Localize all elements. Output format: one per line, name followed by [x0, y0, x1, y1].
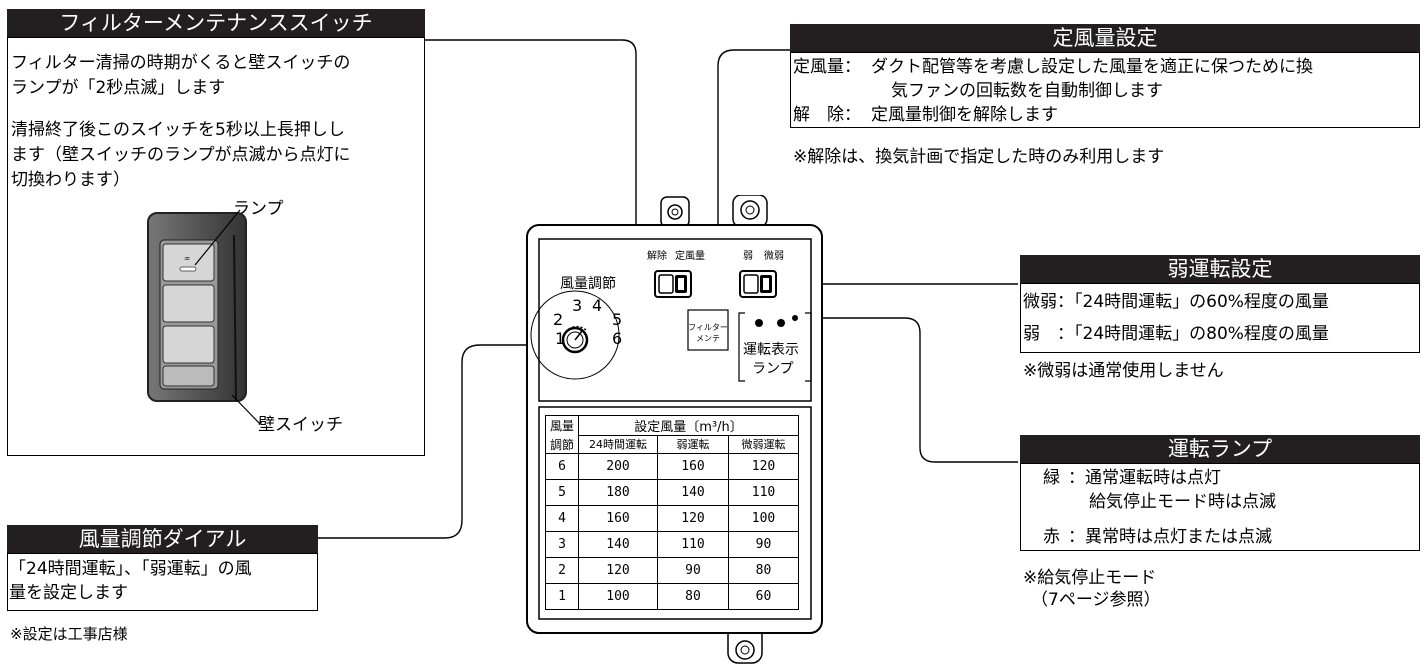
switch2-right-label: 微弱	[764, 251, 784, 262]
cell: 60	[728, 582, 799, 610]
filter-switch-title: フィルターメンテナンススイッチ	[7, 9, 425, 37]
weak-note: ※微弱は通常使用しません	[1023, 361, 1224, 381]
cell: 100	[728, 504, 799, 532]
dial-title: 風量調節ダイアル	[7, 525, 318, 553]
run-lamp-label-line2: ランプ	[752, 361, 794, 377]
red-line1: ：異常時は点灯または点滅	[1068, 527, 1272, 547]
cell: 5	[545, 478, 579, 506]
weak-mode-switch[interactable]	[740, 271, 776, 297]
cell: 160	[578, 504, 658, 532]
dial-desc-line2: 量を設定します	[9, 583, 128, 603]
cell: 200	[578, 452, 658, 480]
wall-switch-illustration: ♒	[147, 209, 261, 425]
cell: 3	[545, 530, 579, 558]
filter-desc1-line1: フィルター清掃の時期がくると壁スイッチの	[11, 53, 351, 73]
run-lamp-panel	[1020, 463, 1420, 551]
filter-switch-panel	[7, 37, 425, 456]
svg-text:♒: ♒	[184, 255, 190, 263]
run-lamp-note2: （7ページ参照）	[1031, 590, 1161, 610]
cell: 6	[545, 452, 579, 480]
cell: 4	[545, 504, 579, 532]
cell: 1	[545, 582, 579, 610]
weak-row1: 微弱：「24時間運転」の60%程度の風量	[1023, 292, 1329, 312]
dial-label: 風量調節	[560, 276, 616, 292]
cell: 110	[728, 478, 799, 506]
filter-btn-line2: メンテ	[696, 334, 720, 343]
green-line1: ：通常運転時は点灯	[1068, 468, 1221, 488]
table-header-c1: 24時間運転	[578, 435, 658, 454]
dial-desc-line1: 「24時間運転」、「弱運転」の風	[9, 559, 252, 579]
dial-panel	[7, 553, 318, 611]
filter-desc2-line1: 清掃終了後このスイッチを5秒以上長押しし	[11, 120, 345, 140]
cell: 80	[728, 556, 799, 584]
table-header-col0-l1: 風量	[545, 415, 579, 436]
constant-note: ※解除は、換気計画で指定した時のみ利用します	[793, 147, 1165, 167]
filter-desc1-line2: ランプが「2秒点滅」します	[11, 78, 226, 98]
cell: 120	[728, 452, 799, 480]
weak-mode-title: 弱運転設定	[1020, 255, 1420, 283]
cell: 100	[578, 582, 658, 610]
cell: 120	[578, 556, 658, 584]
cell: 120	[657, 504, 729, 532]
constant-airflow-panel	[790, 52, 1420, 128]
run-lamp-note1: ※給気停止モード	[1023, 568, 1157, 588]
cell: 180	[578, 478, 658, 506]
switch1-left-label: 解除	[647, 251, 667, 262]
green-key: 緑	[1043, 468, 1060, 488]
filter-maint-button[interactable]: フィルター メンテ	[688, 310, 728, 350]
dial-number-2: 2	[553, 310, 564, 329]
weak-row2: 弱 ：「24時間運転」の80%程度の風量	[1023, 324, 1329, 344]
dial-number-5: 5	[612, 310, 623, 329]
cell: 140	[657, 478, 729, 506]
wall-switch-label: 壁スイッチ	[258, 415, 343, 435]
dial-number-4: 4	[592, 296, 603, 315]
table-header-group: 設定風量〔m³/h〕	[578, 415, 799, 436]
run-lamp-label-line1: 運転表示	[743, 342, 799, 358]
dial-note: ※設定は工事店様	[10, 625, 128, 643]
switch2-left-label: 弱	[743, 251, 753, 262]
constant-row1-line2: 気ファンの回転数を自動制御します	[891, 81, 1163, 101]
constant-row2-key: 解 除：	[793, 105, 861, 125]
dial-number-3: 3	[572, 296, 583, 315]
constant-row1-line1: ダクト配管等を考慮し設定した風量を適正に保つために換	[871, 57, 1313, 77]
constant-row2-text: 定風量制御を解除します	[871, 105, 1058, 125]
table-header-c3: 微弱運転	[728, 435, 799, 454]
cell: 90	[728, 530, 799, 558]
switch1-right-label: 定風量	[675, 251, 705, 262]
cell: 80	[657, 582, 729, 610]
green-line2: 給気停止モード時は点滅	[1089, 492, 1276, 512]
red-key: 赤	[1043, 527, 1060, 547]
constant-airflow-title: 定風量設定	[790, 24, 1420, 52]
cell: 2	[545, 556, 579, 584]
filter-btn-line1: フィルター	[688, 323, 728, 332]
filter-desc2-line3: 切換わります）	[11, 170, 130, 190]
weak-mode-panel	[1020, 283, 1420, 353]
constant-airflow-switch[interactable]	[655, 271, 691, 297]
lamp-callout-label: ランプ	[233, 199, 284, 219]
cell: 140	[578, 530, 658, 558]
dial-number-6: 6	[612, 329, 623, 348]
constant-row1-key: 定風量：	[793, 57, 861, 77]
cell: 110	[657, 530, 729, 558]
cell: 90	[657, 556, 729, 584]
filter-desc2-line2: ます（壁スイッチのランプが点滅から点灯に	[11, 145, 351, 165]
dial-number-1: 1	[555, 329, 566, 348]
table-header-c2: 弱運転	[657, 435, 729, 454]
table-header-col0-l2: 調節	[545, 435, 579, 454]
cell: 160	[657, 452, 729, 480]
run-lamp-title: 運転ランプ	[1020, 435, 1420, 463]
